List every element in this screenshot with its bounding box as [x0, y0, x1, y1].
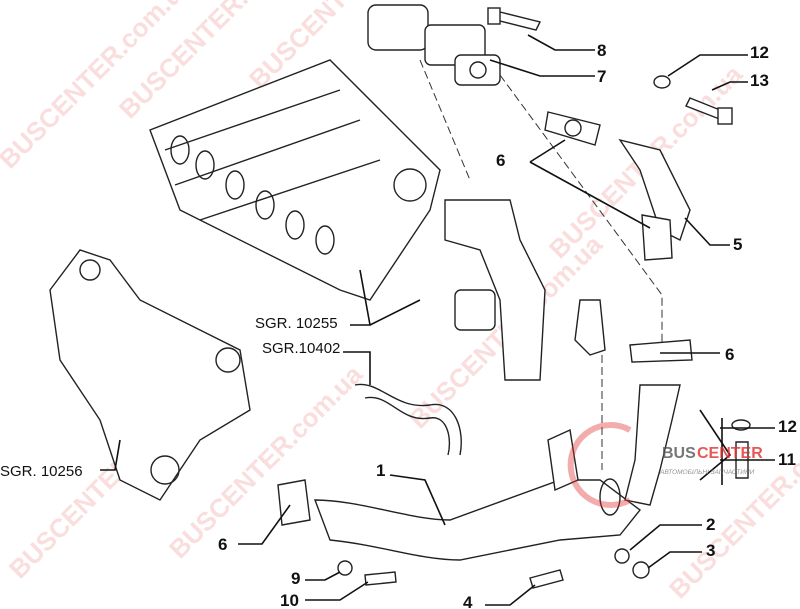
egr-pipe-center — [444, 199, 606, 381]
callout-7: 7 — [597, 67, 606, 86]
washer-2 — [614, 548, 630, 564]
callout-12: 12 — [750, 43, 769, 62]
buscenter-logo: BUS CENTER АВТОМОБІЛЬНІ ЗАПЧАСТИНИ — [567, 422, 763, 508]
gasket-left — [641, 214, 673, 261]
callout-10: 10 — [280, 591, 299, 609]
callout-6: 6 — [496, 151, 505, 170]
callout-2: 2 — [706, 515, 715, 534]
callouts: 8 7 12 13 6 5 6 12 11 1 6 2 3 9 10 4 — [218, 41, 797, 609]
logo-brand-bus: BUS — [662, 445, 696, 462]
callout-3: 3 — [706, 541, 715, 560]
intake-manifold — [149, 59, 441, 301]
hose — [354, 383, 462, 456]
bolt-8 — [487, 7, 542, 31]
gasket-5-pipe — [618, 138, 691, 241]
callout-12: 12 — [778, 417, 797, 436]
washer-12 — [653, 75, 671, 89]
logo-brand-center: CENTER — [697, 445, 763, 462]
callout-1: 1 — [376, 461, 385, 480]
bolt-10 — [364, 571, 397, 586]
callout-4: 4 — [463, 593, 473, 609]
gasket-mid — [629, 339, 693, 363]
nut-9 — [337, 560, 353, 576]
callout-11: 11 — [778, 450, 796, 469]
reference-sgr-10402: SGR.10402 — [262, 340, 340, 357]
callout-9: 9 — [291, 569, 300, 588]
exhaust-manifold — [49, 249, 251, 501]
reference-sgr-10255: SGR. 10255 — [255, 315, 338, 332]
bolt-4 — [529, 569, 564, 589]
leader-lines — [100, 34, 775, 606]
logo-tagline: АВТОМОБІЛЬНІ ЗАПЧАСТИНИ — [659, 469, 755, 476]
callout-8: 8 — [597, 41, 606, 60]
callout-6: 6 — [218, 535, 227, 554]
nut-3 — [632, 561, 650, 579]
callout-6: 6 — [725, 345, 734, 364]
gasket-lower — [277, 479, 311, 526]
callout-13: 13 — [750, 71, 769, 90]
egr-tube — [313, 384, 681, 561]
reference-sgr-10256: SGR. 10256 — [0, 463, 83, 480]
callout-5: 5 — [733, 235, 742, 254]
egr-valve — [367, 4, 501, 86]
gasket-upper — [544, 111, 601, 146]
